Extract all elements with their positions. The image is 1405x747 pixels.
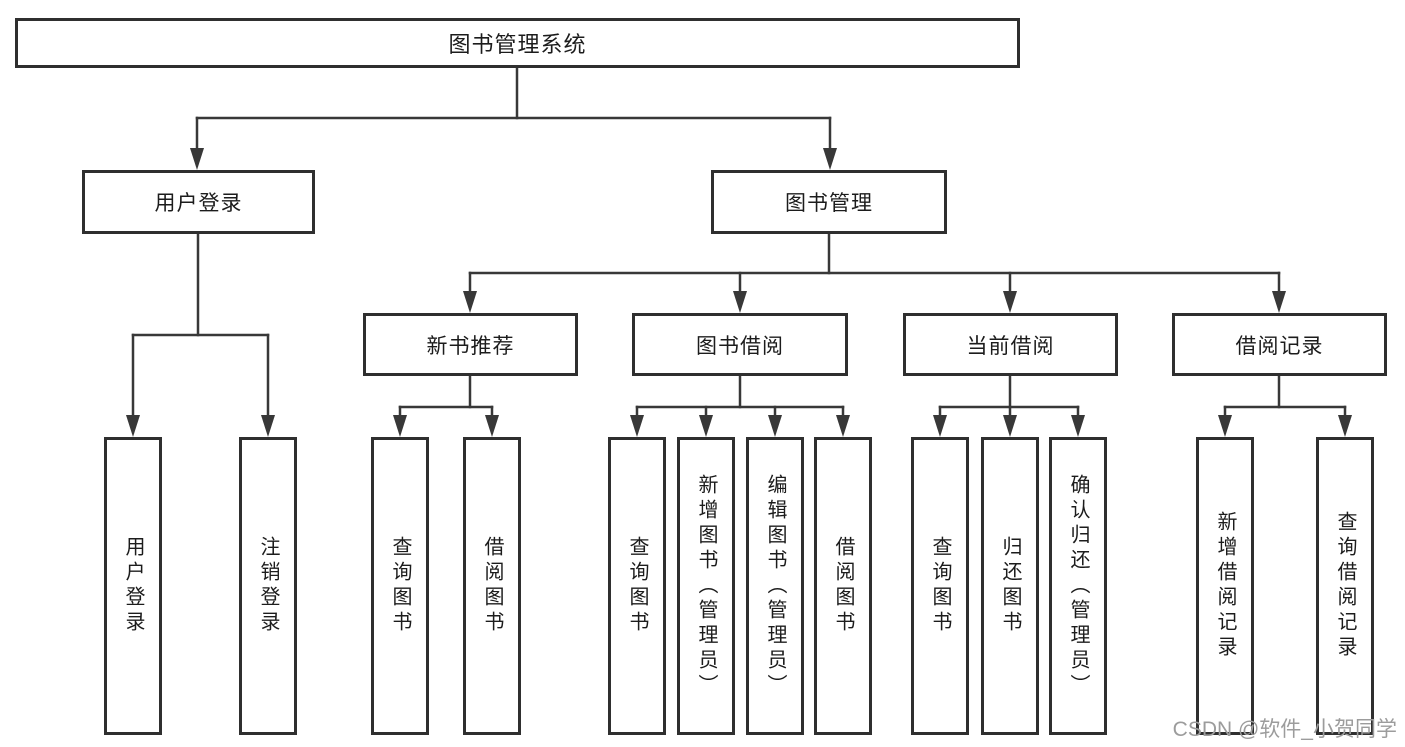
node-library-management-system: 图书管理系统 [15,18,1020,68]
leaf-borrow-books-borrowing: 借阅图书 [814,437,872,735]
node-user-login: 用户登录 [82,170,315,234]
leaf-confirm-return-admin: 确认归还（管理员） [1049,437,1107,735]
node-label: 用户登录 [154,192,243,215]
leaf-label: 用户登录 [122,536,144,636]
leaf-label: 新增图书（管理员） [695,473,717,699]
leaf-logout: 注销登录 [239,437,297,735]
leaf-label: 借阅图书 [481,536,503,636]
leaf-query-books-recommend: 查询图书 [371,437,429,735]
leaf-label: 归还图书 [999,536,1021,636]
node-label: 新书推荐 [426,334,515,358]
leaf-edit-books-admin: 编辑图书（管理员） [746,437,804,735]
leaf-borrow-books-recommend: 借阅图书 [463,437,521,735]
node-label: 图书借阅 [696,334,784,358]
leaf-query-borrow-record: 查询借阅记录 [1316,437,1374,735]
node-borrowing-records: 借阅记录 [1172,313,1387,376]
leaf-label: 注销登录 [257,536,279,636]
leaf-label: 查询图书 [626,536,648,636]
watermark: CSDN @软件_小贺同学 [1172,718,1397,741]
leaf-label: 借阅图书 [832,536,854,636]
leaf-label: 查询借阅记录 [1334,511,1356,661]
node-label: 借阅记录 [1235,334,1324,358]
leaf-query-books-borrowing: 查询图书 [608,437,666,735]
node-label: 图书管理 [785,192,873,215]
node-current-borrowing: 当前借阅 [903,313,1118,376]
node-book-borrowing: 图书借阅 [632,313,848,376]
node-label: 当前借阅 [966,334,1055,358]
leaf-user-login: 用户登录 [104,437,162,735]
leaf-label: 编辑图书（管理员） [764,473,786,699]
leaf-label: 查询图书 [389,536,411,636]
node-label: 图书管理系统 [448,32,587,57]
leaf-label: 新增借阅记录 [1214,511,1236,661]
node-new-book-recommendation: 新书推荐 [363,313,578,376]
leaf-label: 查询图书 [929,536,951,636]
leaf-label: 确认归还（管理员） [1067,473,1089,699]
leaf-add-borrow-record: 新增借阅记录 [1196,437,1254,735]
leaf-query-books-current: 查询图书 [911,437,969,735]
leaf-return-books: 归还图书 [981,437,1039,735]
node-book-management: 图书管理 [711,170,947,234]
leaf-add-books-admin: 新增图书（管理员） [677,437,735,735]
